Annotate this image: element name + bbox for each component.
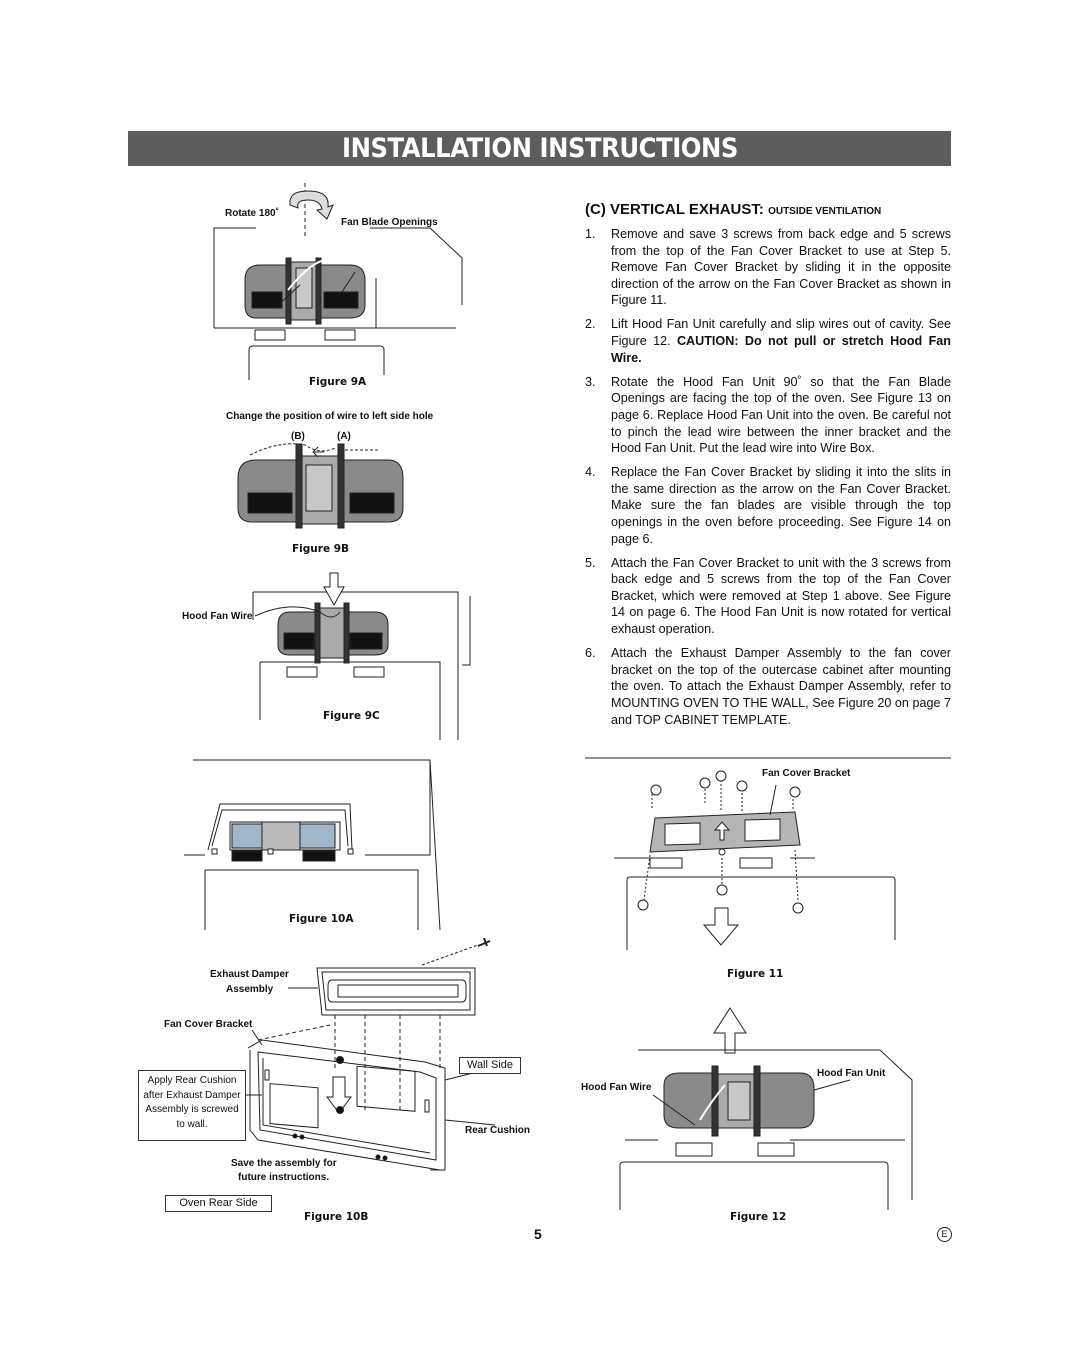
step-item: 5. Attach the Fan Cover Bracket to unit w… — [585, 555, 951, 638]
position-a-label: (A) — [337, 431, 351, 442]
figure-12-caption: Figure 12 — [730, 1211, 787, 1223]
page-title: INSTALLATION INSTRUCTIONS — [341, 133, 738, 164]
page-banner: INSTALLATION INSTRUCTIONS — [128, 131, 951, 166]
rear-cushion-note-line-3: Assembly is screwed — [145, 1104, 239, 1115]
save-assembly-line-1: Save the assembly for — [231, 1158, 337, 1169]
step-text: Remove and save 3 screws from back edge … — [611, 227, 951, 308]
step-item: 4. Replace the Fan Cover Bracket by slidi… — [585, 464, 951, 547]
step-number: 2. — [585, 317, 596, 332]
caution-text: CAUTION: Do not pull or stretch Hood Fan… — [611, 334, 951, 365]
figure-9b-caption: Figure 9B — [292, 543, 350, 555]
hood-fan-wire-label-9c: Hood Fan Wire — [182, 611, 253, 622]
wire-position-note: Change the position of wire to left side… — [226, 411, 434, 422]
step-number: 6. — [585, 646, 596, 661]
step-number: 4. — [585, 465, 596, 480]
step-item: 3. Rotate the Hood Fan Unit 90˚ so that t… — [585, 374, 951, 457]
wall-side-label: Wall Side — [459, 1057, 521, 1074]
figure-9a-caption: Figure 9A — [309, 376, 367, 388]
rear-cushion-label: Rear Cushion — [465, 1125, 531, 1136]
figure-10a-caption: Figure 10A — [289, 913, 354, 925]
section-title-sub: OUTSIDE VENTILATION — [768, 206, 882, 217]
step-text: Rotate the Hood Fan Unit 90˚ so that the… — [611, 374, 951, 456]
page-number: 5 — [534, 1226, 542, 1242]
step-number: 5. — [585, 555, 596, 570]
figure-10b-caption: Figure 10B — [304, 1211, 369, 1223]
position-b-label: (B) — [291, 431, 305, 442]
exhaust-damper-label-2: Assembly — [226, 984, 274, 995]
rear-cushion-note-line-4: to wall. — [176, 1118, 208, 1130]
oven-rear-side-label: Oven Rear Side — [165, 1195, 272, 1212]
hood-fan-wire-label-12: Hood Fan Wire — [581, 1082, 652, 1093]
hood-fan-unit-label: Hood Fan Unit — [817, 1068, 886, 1079]
rear-cushion-note-line-2: after Exhaust Damper — [143, 1089, 241, 1101]
figure-9c-caption: Figure 9C — [323, 710, 380, 722]
exhaust-damper-label: Exhaust Damper — [210, 969, 289, 980]
rear-cushion-note: Apply Rear Cushion after Exhaust Damper … — [138, 1070, 246, 1141]
fan-cover-bracket-label-10b: Fan Cover Bracket — [164, 1019, 253, 1030]
save-assembly-line-2: future instructions. — [238, 1172, 330, 1183]
section-title: (C) VERTICAL EXHAUST: OUTSIDE VENTILATIO… — [585, 201, 881, 218]
step-text: Replace the Fan Cover Bracket by sliding… — [611, 465, 951, 546]
step-text: Attach the Exhaust Damper Assembly to th… — [611, 646, 951, 727]
step-text: Attach the Fan Cover Bracket to unit wit… — [611, 555, 951, 637]
instruction-steps: 1. Remove and save 3 screws from back edg… — [585, 226, 951, 736]
language-mark: E — [937, 1227, 952, 1242]
fan-cover-bracket-label-11: Fan Cover Bracket — [762, 768, 851, 779]
step-item: 1. Remove and save 3 screws from back edg… — [585, 226, 951, 309]
step-item: 2. Lift Hood Fan Unit carefully and slip … — [585, 316, 951, 366]
rear-cushion-note-line-1: Apply Rear Cushion — [147, 1075, 237, 1086]
step-number: 3. — [585, 374, 596, 389]
step-text-wrapper: Lift Hood Fan Unit carefully and slip wi… — [611, 316, 951, 366]
step-number: 1. — [585, 227, 596, 241]
step-text: Lift Hood Fan Unit carefully and slip wi… — [611, 317, 951, 349]
fan-blade-openings-label: Fan Blade Openings — [341, 217, 438, 228]
step-item: 6. Attach the Exhaust Damper Assembly to … — [585, 645, 951, 728]
figure-11-caption: Figure 11 — [727, 968, 784, 980]
section-title-main: (C) VERTICAL EXHAUST: — [585, 201, 764, 218]
rotate-label: Rotate 180˚ — [225, 208, 279, 219]
